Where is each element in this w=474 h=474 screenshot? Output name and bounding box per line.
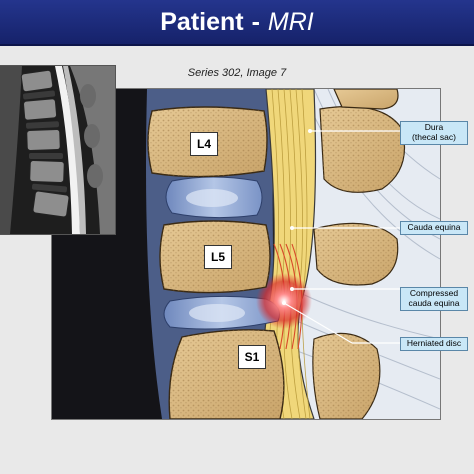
label-compressed-text: Compressed cauda equina <box>408 288 460 308</box>
label-herniated-disc: Herniated disc <box>400 337 468 351</box>
vertebra-label-l4: L4 <box>190 132 218 156</box>
leader-herniated-disc <box>283 302 353 344</box>
header-title: Patient <box>160 7 244 36</box>
label-herniated-disc-text: Herniated disc <box>406 338 462 348</box>
vertebra-label-l5: L5 <box>204 245 232 269</box>
vertebra-label-s1: S1 <box>238 345 266 369</box>
series-caption: Series 302, Image 7 <box>187 67 287 79</box>
label-cauda-equina: Cauda equina <box>400 221 468 235</box>
label-cauda-equina-text: Cauda equina <box>407 222 461 232</box>
header-subject: MRI <box>267 7 314 36</box>
header-bar: Patient - MRI <box>0 0 474 46</box>
label-compressed-cauda-equina: Compressed cauda equina <box>400 287 468 311</box>
label-dura: Dura (thecal sac) <box>400 121 468 145</box>
mri-inset <box>0 66 115 234</box>
label-dura-text: Dura (thecal sac) <box>412 122 456 142</box>
header-separator: - <box>251 7 260 36</box>
